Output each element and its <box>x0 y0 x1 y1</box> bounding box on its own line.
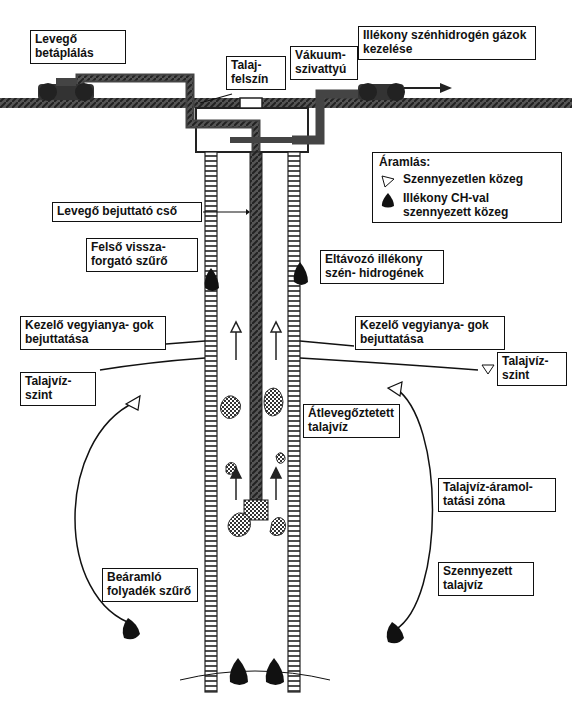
label-box: Kezelő vegyianya- gok bejuttatása <box>20 316 166 350</box>
box-text: Kezelő vegyianya- gok bejuttatása <box>25 319 161 347</box>
air-injection-pipe <box>250 152 262 500</box>
label-box: Talajvíz- szint <box>497 352 567 386</box>
contaminated-flow-marker <box>205 262 308 685</box>
contaminated-flow-marker <box>123 618 140 639</box>
circulation-arc <box>395 388 433 630</box>
box-text: Eltávozó illékony szén- hidrogének <box>325 253 439 281</box>
legend-symbol <box>379 192 397 208</box>
label-box: Talaj- felszín <box>226 56 286 90</box>
box-text: Beáramló folyadék szűrő <box>107 571 193 599</box>
label-box: Felső vissza- forgató szűrő <box>86 238 198 272</box>
leader-line <box>200 94 232 103</box>
box-text: Vákuum- szivattyú <box>295 49 353 77</box>
box-text: Szennyezett talajvíz <box>443 565 529 593</box>
box-text: Talaj- felszín <box>231 59 281 87</box>
box-text: Talajvíz- szint <box>502 355 562 383</box>
legend-heading: Áramlás: <box>379 156 555 170</box>
label-box: Illékony szénhidrogén gázok kezelése <box>358 26 536 60</box>
box-text: Átlevegőztetett talajvíz <box>308 407 395 435</box>
chemical-injection-line <box>300 341 354 346</box>
vacuum-pump-symbol <box>358 83 452 101</box>
vacuum-pipe <box>292 94 362 140</box>
chemical-injection-line <box>166 341 205 344</box>
water-table-line <box>100 358 205 370</box>
label-box: Talajvíz- szint <box>20 372 96 406</box>
box-text: Illékony szénhidrogén gázok kezelése <box>363 29 531 57</box>
box-text: Kezelő vegyianya- gok bejuttatása <box>360 319 500 347</box>
label-box: Levegő bejuttató cső <box>52 202 202 222</box>
vacuum-pipe-inner <box>230 137 292 143</box>
clean-flow-marker <box>388 382 402 396</box>
clean-flow-marker <box>126 396 140 410</box>
legend-text: Illékony CH-val szennyezett közeg <box>403 192 555 220</box>
label-box: Kezelő vegyianya- gok bejuttatása <box>355 316 505 350</box>
casing-wall <box>288 152 300 692</box>
label-box: Átlevegőztetett talajvíz <box>303 404 400 438</box>
water-table-line <box>300 358 478 370</box>
legend-symbol <box>379 173 397 189</box>
leader-arrow <box>246 209 250 215</box>
label-box: Levegő betáplálás <box>30 30 126 64</box>
label-box: Eltávozó illékony szén- hidrogének <box>320 250 444 284</box>
label-box: Szennyezett talajvíz <box>438 562 534 596</box>
legend-text: Szennyezetlen közeg <box>403 173 523 187</box>
box-text: Talajvíz-áramol- tatási zóna <box>443 481 551 509</box>
box-text: Levegő bejuttató cső <box>57 205 197 219</box>
blower-symbol <box>38 78 94 101</box>
box-text: Levegő betáplálás <box>35 33 121 61</box>
well-cap <box>240 98 262 108</box>
label-box: Talajvíz-áramol- tatási zóna <box>438 478 556 512</box>
casing-wall <box>205 152 217 692</box>
flow-arrow <box>231 322 281 500</box>
label-box: Beáramló folyadék szűrő <box>102 568 198 602</box>
box-text: Talajvíz- szint <box>25 375 91 403</box>
water-table-symbol <box>482 365 494 374</box>
air-bubbles <box>220 388 285 537</box>
contaminated-flow-marker <box>387 622 404 643</box>
box-text: Felső vissza- forgató szűrő <box>91 241 193 269</box>
legend-box: Áramlás: Szennyezetlen közegIllékony CH-v… <box>372 152 562 223</box>
label-box: Vákuum- szivattyú <box>290 46 358 80</box>
aquifer-line <box>180 671 330 680</box>
leader-line <box>203 211 248 212</box>
